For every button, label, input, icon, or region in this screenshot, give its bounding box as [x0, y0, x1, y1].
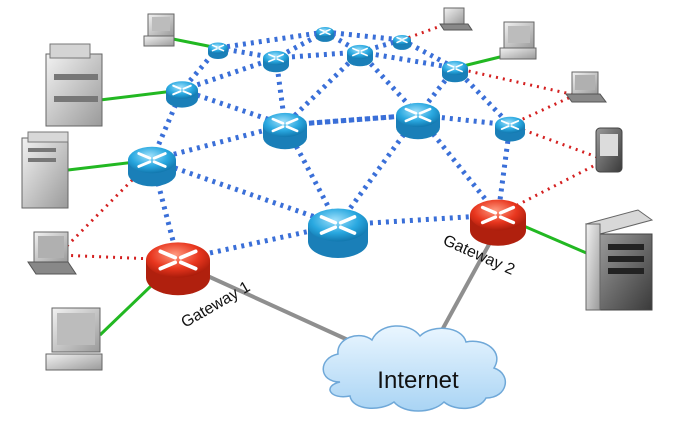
link-gw1-internet	[189, 266, 371, 352]
desktop-computer-icon	[499, 21, 537, 60]
router-icon	[316, 27, 334, 42]
internet-label: Internet	[377, 367, 459, 394]
desktop-computer-icon	[45, 307, 103, 371]
laptop-icon	[439, 7, 473, 31]
tower-computer-icon	[21, 131, 69, 209]
router-icon	[128, 146, 176, 187]
router-icon	[166, 81, 198, 108]
internet-cloud: Internet	[322, 325, 507, 412]
router-icon	[347, 44, 373, 67]
wired-client-links	[67, 36, 599, 337]
routers	[128, 27, 526, 296]
gateway-router-icon	[146, 242, 210, 296]
printer-icon	[45, 43, 103, 127]
router-icon	[495, 116, 525, 142]
router-icon	[263, 50, 289, 73]
laptop-icon	[27, 231, 77, 275]
pda-icon	[595, 127, 623, 173]
router-icon	[308, 208, 368, 258]
router-icon	[208, 42, 229, 59]
router-icon	[442, 60, 468, 83]
desktop-computer-icon	[143, 13, 175, 47]
gateway-router-icon	[470, 199, 526, 246]
router-icon	[263, 112, 307, 150]
router-icon	[396, 102, 440, 140]
server-tower-icon	[584, 209, 654, 311]
laptop-icon	[565, 71, 607, 103]
router-icon	[393, 35, 411, 50]
